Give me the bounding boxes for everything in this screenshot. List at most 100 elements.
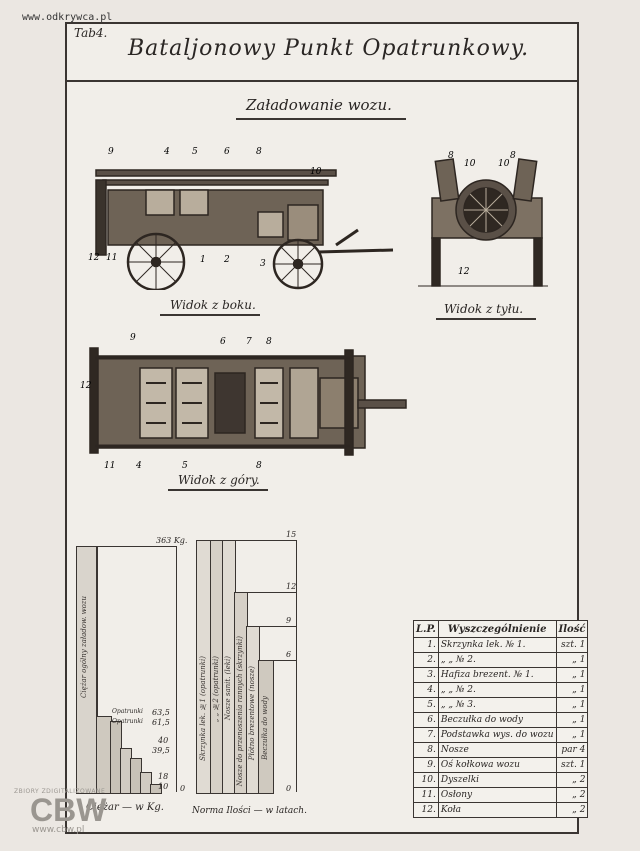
- weight-max-label: 363 Kg.: [156, 536, 188, 545]
- svg-text:5: 5: [182, 461, 188, 471]
- norm-bar: [258, 660, 274, 794]
- table-row: 7.Podstawka wys. do wozu„ 1: [413, 727, 589, 743]
- weight-divider: [96, 546, 97, 792]
- table-cell-name: Skrzynka lek. № 1.: [437, 637, 557, 653]
- weight-chart: 363 Kg. 63,5 61,5 40 39,5 18 10 0 Opatru…: [72, 536, 188, 796]
- norm-chart: 15 12 9 6 0 Skrzynka lek. №1 (opatrunki)…: [192, 530, 308, 796]
- norm-gridline: [246, 592, 296, 593]
- weight-series-label: Opatrunki: [112, 718, 143, 725]
- svg-text:8: 8: [256, 461, 262, 471]
- table-cell-lp: 11.: [413, 787, 439, 803]
- svg-text:3: 3: [260, 259, 266, 269]
- svg-text:9: 9: [130, 333, 136, 343]
- norm-tick: 15: [286, 530, 297, 539]
- header-divider: [65, 80, 577, 82]
- table-cell-qty: „ 2: [555, 787, 589, 803]
- table-cell-name: „ „ № 3.: [437, 697, 557, 713]
- table-row: 11.Osłony„ 2: [413, 787, 589, 803]
- col-header-item: Wyszczególnienie: [437, 620, 557, 638]
- table-row: 4.„ „ № 2.„ 1: [413, 682, 589, 698]
- table-cell-name: Koła: [437, 802, 557, 818]
- svg-text:8: 8: [266, 337, 272, 347]
- table-cell-lp: 2.: [413, 652, 439, 668]
- side-view-caption: Widok z boku.: [170, 298, 256, 312]
- norm-tick: 12: [286, 582, 297, 591]
- svg-text:4: 4: [163, 147, 170, 157]
- svg-text:8: 8: [510, 151, 516, 161]
- table-cell-lp: 6.: [413, 712, 439, 728]
- svg-text:12: 12: [88, 253, 100, 263]
- table-cell-lp: 9.: [413, 757, 439, 773]
- weight-max-line: [96, 546, 176, 547]
- table-row: 1.Skrzynka lek. № 1.szt. 1: [413, 637, 589, 653]
- table-header-row: L.P. Wyszczególnienie Ilość: [413, 620, 589, 638]
- norm-bar-label: Nosze sanit. (leki): [224, 656, 232, 721]
- norm-bar-label: Płótno brezentowe (nosze): [248, 666, 256, 761]
- svg-text:11: 11: [106, 253, 117, 263]
- table-cell-qty: szt. 1: [555, 757, 589, 773]
- table-cell-qty: „ 2: [555, 772, 589, 788]
- table-cell-qty: par 4: [555, 742, 589, 758]
- svg-text:8: 8: [448, 151, 454, 161]
- svg-text:10: 10: [464, 159, 476, 169]
- weight-value-label: 61,5: [152, 718, 170, 727]
- watermark-small-text: ZBIORY ZDIGITALIZOWANE: [14, 788, 106, 795]
- table-cell-qty: „ 1: [555, 727, 589, 743]
- subtitle-underline: [236, 118, 406, 120]
- norm-chart-caption: Norma Ilości — w latach.: [192, 806, 307, 816]
- svg-text:10: 10: [310, 167, 322, 177]
- table-cell-lp: 1.: [413, 637, 439, 653]
- wagon-rear-view-drawing: 810 810 12: [418, 151, 548, 287]
- table-cell-name: Dyszelki: [437, 772, 557, 788]
- weight-value-label: 10: [158, 782, 169, 791]
- weight-bar: [150, 784, 162, 794]
- table-cell-qty: „ 1: [555, 667, 589, 683]
- table-cell-name: Nosze: [437, 742, 557, 758]
- tab-label: Tab4.: [74, 26, 108, 40]
- table-cell-lp: 3.: [413, 667, 439, 683]
- table-cell-name: Hafiza brezent. № 1.: [437, 667, 557, 683]
- weight-axis-zero: 0: [180, 784, 186, 793]
- weight-total-bar: [76, 546, 98, 794]
- svg-text:1: 1: [200, 255, 206, 265]
- col-header-qty: Ilość: [555, 620, 589, 638]
- weight-value-label: 18: [158, 772, 169, 781]
- rear-caption-underline: [436, 318, 536, 320]
- norm-right-axis: [296, 540, 297, 792]
- table-cell-qty: „ 1: [555, 697, 589, 713]
- weight-right-axis: [176, 546, 177, 792]
- watermark-url-top: www.odkrywca.pl: [22, 12, 113, 23]
- svg-text:6: 6: [220, 337, 226, 347]
- norm-bar-label: „ „ №2 (opatrunki): [212, 656, 220, 723]
- weight-series-label: Opatrunki: [112, 708, 143, 715]
- norm-gridline: [272, 660, 296, 661]
- top-view-caption: Widok z góry.: [178, 473, 260, 487]
- table-cell-name: „ „ № 2.: [437, 682, 557, 698]
- svg-text:12: 12: [458, 267, 470, 277]
- svg-text:11: 11: [104, 461, 115, 471]
- svg-text:9: 9: [108, 147, 114, 157]
- table-cell-lp: 8.: [413, 742, 439, 758]
- plate-title: Bataljonowy Punkt Opatrunkowy.: [128, 36, 530, 61]
- table-cell-qty: „ 1: [555, 712, 589, 728]
- norm-tick: 9: [286, 616, 292, 625]
- norm-tick: 0: [286, 784, 292, 793]
- top-caption-underline: [168, 489, 268, 491]
- weight-value-label: 40: [158, 736, 169, 745]
- svg-text:10: 10: [498, 159, 510, 169]
- norm-bar-label: Skrzynka lek. №1 (opatrunki): [199, 656, 207, 761]
- norm-tick: 6: [286, 650, 292, 659]
- svg-text:5: 5: [192, 147, 198, 157]
- table-row: 3.Hafiza brezent. № 1.„ 1: [413, 667, 589, 683]
- table-cell-name: „ „ № 2.: [437, 652, 557, 668]
- table-row: 2.„ „ № 2.„ 1: [413, 652, 589, 668]
- table-cell-lp: 7.: [413, 727, 439, 743]
- side-caption-underline: [160, 314, 260, 316]
- table-cell-qty: „ 1: [555, 652, 589, 668]
- col-header-lp: L.P.: [413, 620, 439, 638]
- table-cell-qty: „ 2: [555, 802, 589, 818]
